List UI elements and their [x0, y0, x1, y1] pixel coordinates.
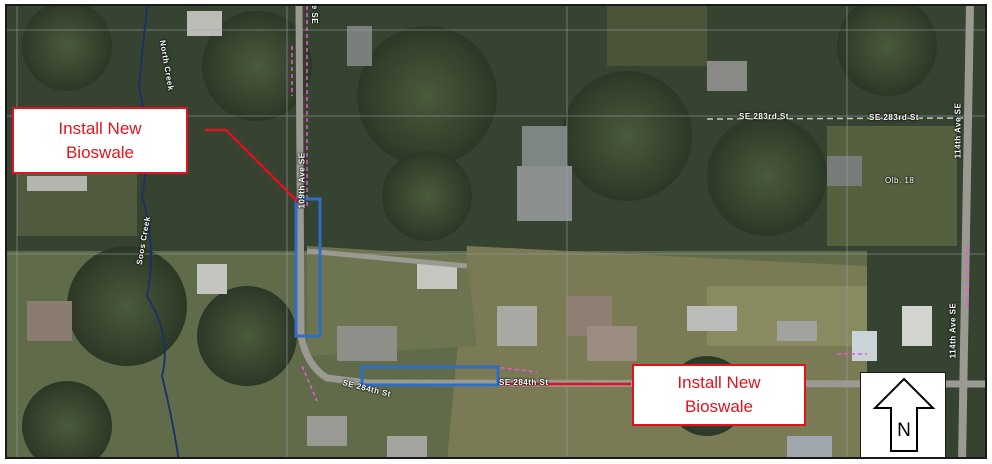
street-label-109th-ave: 109th Ave SE [297, 152, 307, 209]
street-label-se-284th-east: SE 284th St [499, 378, 549, 387]
leader-line-upper [205, 128, 300, 204]
aerial-map[interactable]: SE 283rd St SE 283rd St 114th Ave SE 114… [5, 4, 987, 459]
street-label-111th-ave: 111th Ave SE [310, 6, 319, 24]
bioswale-area-vertical[interactable] [294, 197, 322, 338]
callout-lower-line2: Bioswale [684, 397, 754, 416]
place-label: Olb. 18 [885, 176, 915, 185]
street-label-114th-ave: 114th Ave SE [953, 102, 963, 159]
street-label-se-283rd: SE 283rd St [739, 112, 789, 121]
callout-upper-line2: Bioswale [65, 142, 135, 162]
callout-lower-line1: Install New [677, 373, 761, 392]
aerial-imagery [7, 6, 985, 457]
callout-install-bioswale-lower: Install New Bioswale [632, 364, 806, 426]
north-arrow-icon [872, 377, 936, 452]
north-letter: N [897, 420, 911, 441]
north-arrow: N [860, 372, 946, 457]
street-label-114th-ave-lower: 114th Ave SE [948, 302, 958, 359]
street-label-se-283rd-east: SE 283rd St [869, 113, 919, 122]
bioswale-area-horizontal[interactable] [360, 365, 500, 387]
callout-upper-line1: Install New [58, 118, 142, 138]
callout-install-bioswale-upper: Install New Bioswale [12, 107, 188, 174]
